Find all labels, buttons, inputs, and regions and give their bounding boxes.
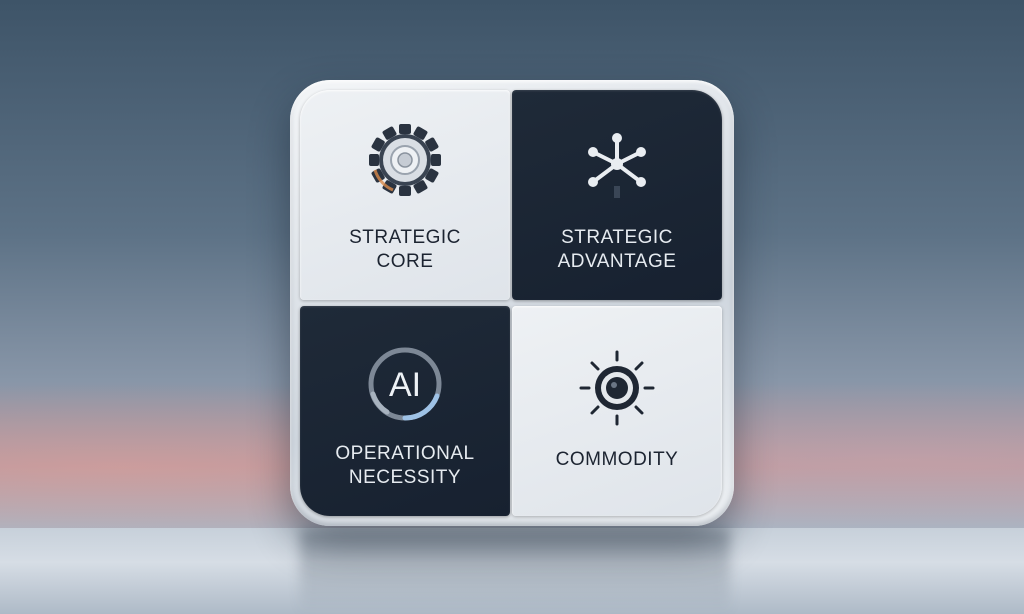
strategic-advantage-label: STRATEGIC ADVANTAGE bbox=[557, 227, 677, 272]
gear-ring-icon bbox=[369, 124, 441, 196]
svg-text:AI: AI bbox=[389, 366, 421, 404]
ai-badge-icon: AI bbox=[368, 347, 442, 421]
strategic-core-label: STRATEGIC CORE bbox=[349, 227, 461, 272]
network-hub-icon bbox=[588, 133, 646, 198]
sun-dial-icon bbox=[579, 350, 655, 426]
quadrant-operational-necessity[interactable]: AI OPERATIONAL NECESSITY bbox=[300, 306, 510, 516]
quadrant-matrix-device: STRATEGIC CORE STRATEGIC bbox=[290, 80, 734, 526]
floor-surface bbox=[0, 528, 1024, 614]
quadrant-strategic-core[interactable]: STRATEGIC CORE bbox=[300, 90, 510, 300]
quadrant-commodity[interactable]: COMMODITY bbox=[512, 306, 722, 516]
operational-necessity-label: OPERATIONAL NECESSITY bbox=[335, 443, 475, 488]
commodity-label: COMMODITY bbox=[555, 449, 679, 470]
quadrant-strategic-advantage[interactable]: STRATEGIC ADVANTAGE bbox=[512, 90, 722, 300]
device-reflection bbox=[300, 530, 730, 614]
